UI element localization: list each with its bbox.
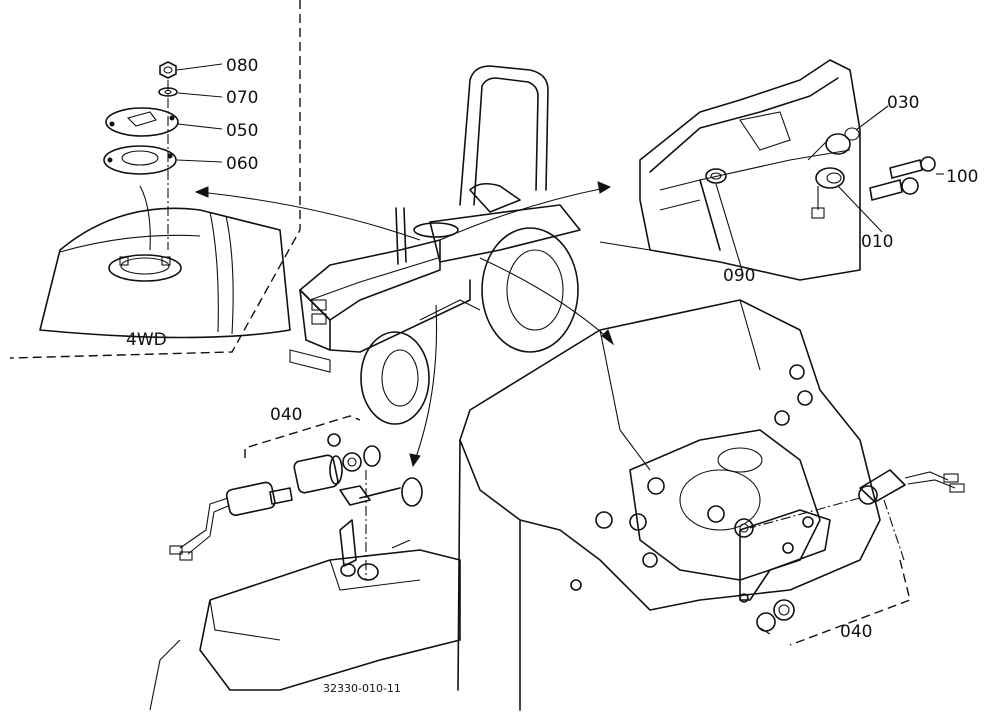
label-4wd: 4WD — [126, 330, 167, 350]
inset-4wd-frame — [9, 0, 301, 359]
callout-030: 030 — [887, 93, 919, 113]
callout-100: 100 — [946, 167, 978, 187]
left-switch-sleeve — [293, 454, 343, 494]
callout-050: 050 — [226, 121, 258, 141]
right-safety-switch — [749, 469, 965, 529]
callout-040-left: 040 — [270, 405, 302, 425]
part-090-lamp — [705, 168, 743, 271]
callout-060: 060 — [226, 154, 258, 174]
right-switch-bracket — [739, 509, 831, 603]
part-010-key-switch — [811, 167, 883, 233]
callout-080: 080 — [226, 56, 258, 76]
arrow-to-dash-panel — [439, 181, 612, 241]
callout-010: 010 — [861, 232, 893, 252]
inset-4wd-label: 4WD — [126, 330, 167, 350]
right-switch-nut — [707, 505, 754, 538]
arrow-to-left-switch — [409, 304, 438, 468]
tractor-body — [289, 65, 581, 425]
left-base-housing — [149, 539, 461, 711]
callout-070: 070 — [226, 88, 258, 108]
arrow-to-4wd-inset — [194, 186, 421, 241]
right-switch-loose-parts — [756, 599, 795, 635]
drawing-number: 32330-010-11 — [323, 682, 401, 695]
right-040-bracket-line — [789, 499, 911, 646]
callout-040-right: 040 — [840, 622, 872, 642]
part-030-switch — [807, 105, 889, 161]
callout-090: 090 — [723, 266, 755, 286]
left-safety-switch — [169, 481, 293, 561]
transmission-case — [457, 299, 881, 711]
part-060-gasket — [103, 145, 223, 175]
left-switch-lever — [339, 470, 423, 580]
arrow-to-transmission — [479, 257, 615, 346]
inset-4wd-panel — [39, 185, 291, 339]
left-040-bracket-line — [244, 415, 361, 458]
part-050-plate — [105, 107, 223, 137]
dash-panel — [599, 59, 861, 281]
left-switch-nuts — [327, 433, 381, 472]
part-080-nut — [159, 61, 223, 79]
part-100-keys — [869, 156, 944, 201]
